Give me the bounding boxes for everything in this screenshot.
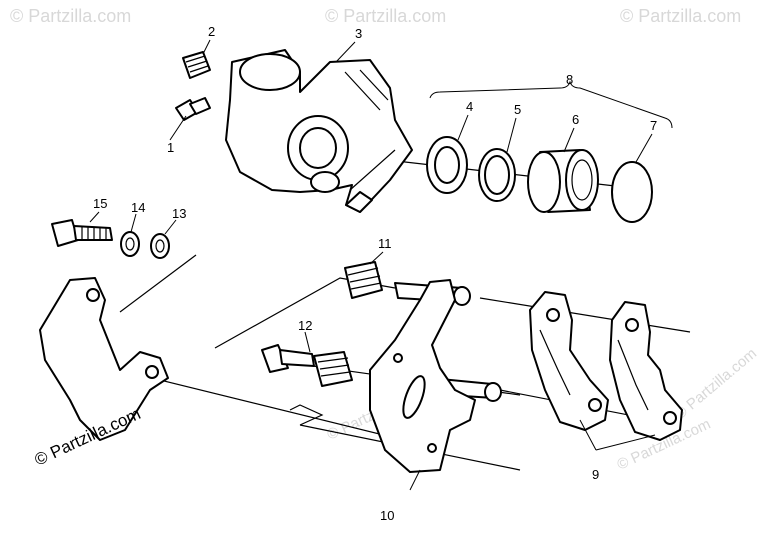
brake-pad-outer: [609, 301, 683, 441]
caliper-body: [225, 49, 413, 213]
callout-12: 12: [298, 318, 312, 333]
lock-washer: [120, 231, 140, 257]
callout-11: 11: [378, 236, 392, 251]
callout-labels: 1 2 3 4 5 6 7 8 9 10 11 12 13 14 15: [93, 24, 657, 523]
callout-7: 7: [650, 118, 657, 133]
watermark: © Partzilla.com: [620, 6, 741, 26]
bleeder-screw: [175, 97, 211, 121]
leader-lines: [89, 39, 656, 491]
watermark: © Partzilla.com: [325, 6, 446, 26]
callout-5: 5: [514, 102, 521, 117]
brake-pad-inner: [529, 291, 609, 431]
slide-pin-lower: [261, 344, 353, 387]
bolt: [51, 219, 113, 247]
callout-9: 9: [592, 467, 599, 482]
support-arm: [39, 277, 169, 441]
mounting-bracket: [369, 279, 476, 473]
callout-6: 6: [572, 112, 579, 127]
callout-4: 4: [466, 99, 473, 114]
callout-2: 2: [208, 24, 215, 39]
callout-10: 10: [380, 508, 394, 523]
watermark: © Partzilla.com: [10, 6, 131, 26]
callout-1: 1: [167, 140, 174, 155]
watermark: © Partzilla.com: [672, 345, 760, 423]
callout-3: 3: [355, 26, 362, 41]
group-bracket: [429, 80, 673, 129]
piston-seal: [426, 136, 468, 194]
pin-boot: [344, 261, 383, 299]
callout-8: 8: [566, 72, 573, 87]
piston-cap: [611, 161, 653, 223]
dust-seal: [478, 148, 516, 202]
callout-14: 14: [131, 200, 145, 215]
callout-13: 13: [172, 206, 186, 221]
bleeder-cap: [182, 51, 211, 79]
callout-15: 15: [93, 196, 107, 211]
piston: [527, 149, 599, 213]
flat-washer: [150, 233, 170, 259]
